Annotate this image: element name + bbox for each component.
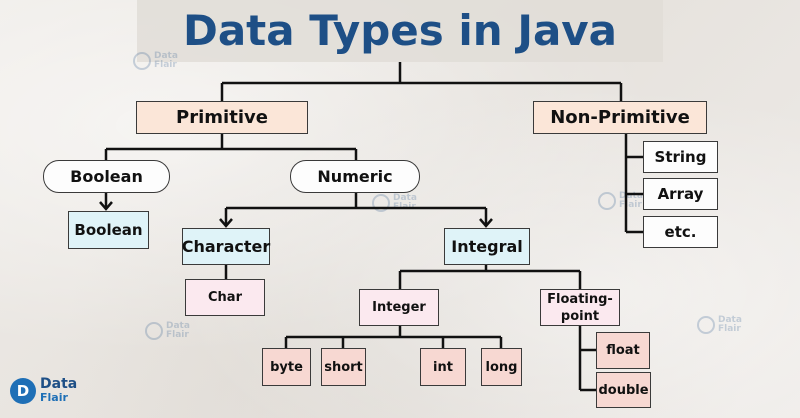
node-integral: Integral <box>444 228 530 265</box>
node-integer: Integer <box>359 289 439 326</box>
arrowhead-integral <box>479 218 493 228</box>
watermark-icon <box>133 52 151 70</box>
node-array: Array <box>643 178 718 210</box>
node-char: Char <box>185 279 265 316</box>
diagram-title: Data Types in Java <box>182 6 618 55</box>
node-float: float <box>596 332 650 369</box>
dataflair-logo: D Data Flair <box>10 377 77 404</box>
watermark-icon <box>598 192 616 210</box>
node-string: String <box>643 141 718 173</box>
node-long: long <box>481 348 522 386</box>
watermark-icon <box>697 316 715 334</box>
node-boolean-type: Boolean <box>68 211 149 249</box>
arrowhead-character <box>219 218 233 228</box>
node-etc: etc. <box>643 216 718 248</box>
node-numeric: Numeric <box>290 160 420 193</box>
node-non-primitive: Non-Primitive <box>533 101 707 134</box>
node-boolean-group: Boolean <box>43 160 170 193</box>
node-floating-point: Floating-point <box>540 289 620 326</box>
node-double: double <box>596 372 651 408</box>
node-character: Character <box>182 228 270 265</box>
node-short: short <box>321 348 366 386</box>
arrowhead-boolean <box>99 201 113 211</box>
dataflair-logo-icon: D <box>10 378 36 404</box>
watermark-icon <box>372 194 390 212</box>
node-byte: byte <box>262 348 311 386</box>
node-primitive: Primitive <box>136 101 308 134</box>
node-int: int <box>420 348 466 386</box>
watermark-icon <box>145 322 163 340</box>
title-band <box>137 0 663 62</box>
